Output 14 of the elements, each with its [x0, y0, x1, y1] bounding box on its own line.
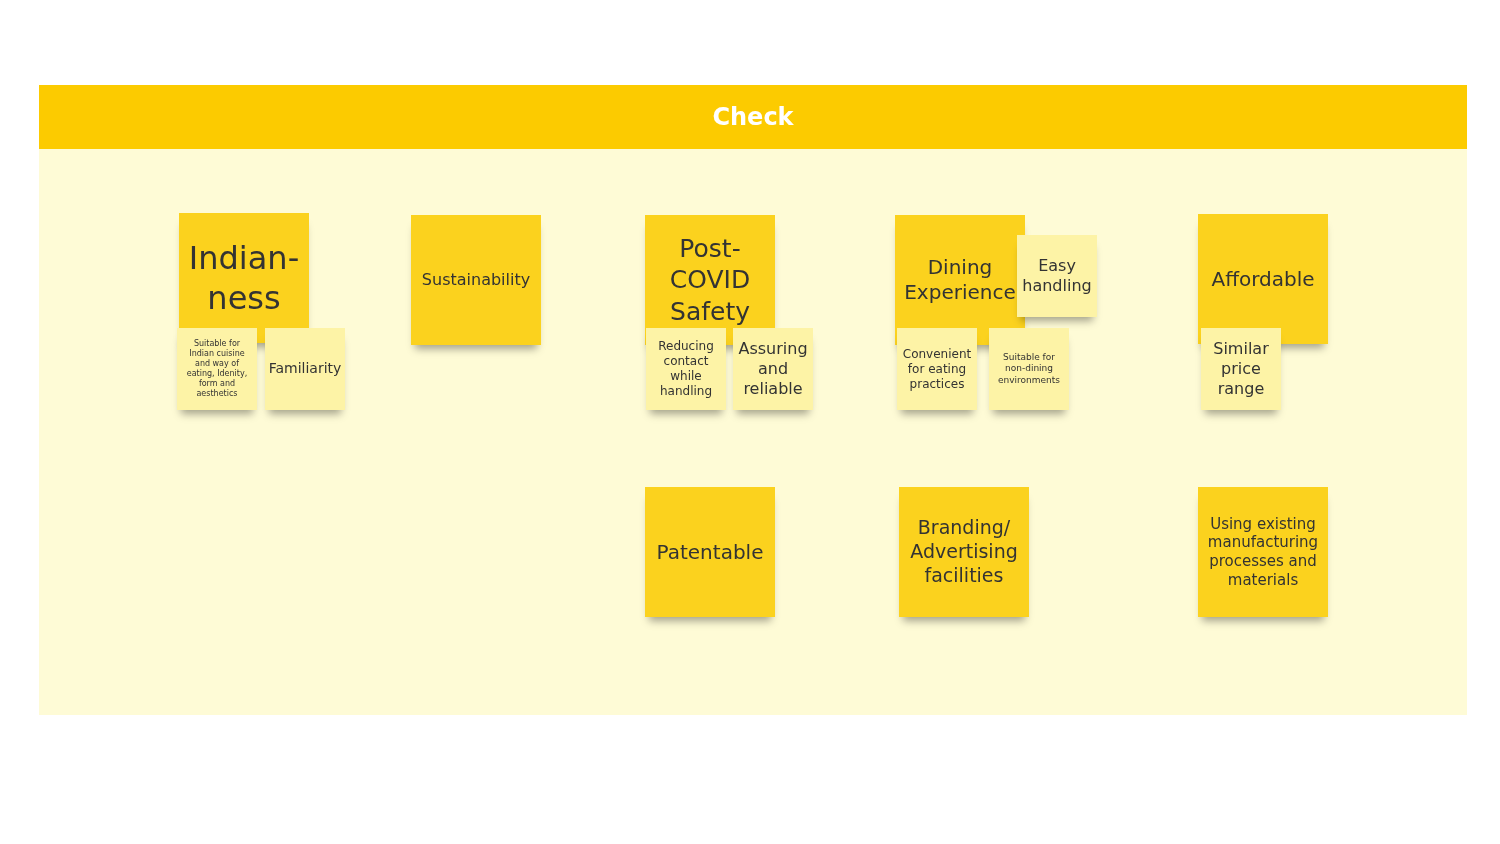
sticky-note: Reducing contact while handling [646, 328, 726, 410]
sticky-note: Convenient for eating practices [897, 328, 977, 410]
sticky-note: Branding/ Advertising facilities [899, 487, 1029, 617]
sticky-note: Assuring and reliable [733, 328, 813, 410]
sticky-note: Suitable for Indian cuisine and way of eating, Idenity, form and aesthetics [177, 328, 257, 410]
board-panel [39, 85, 1467, 715]
sticky-note: Patentable [645, 487, 775, 617]
sticky-note: Easy handling [1017, 235, 1097, 317]
sticky-note: Similar price range [1201, 328, 1281, 410]
sticky-note: Sustainability [411, 215, 541, 345]
sticky-note: Using existing manufacturing processes and materials [1198, 487, 1328, 617]
board-title: Check [39, 85, 1467, 149]
sticky-note: Suitable for non-dining environments [989, 328, 1069, 410]
sticky-note: Familiarity [265, 328, 345, 410]
